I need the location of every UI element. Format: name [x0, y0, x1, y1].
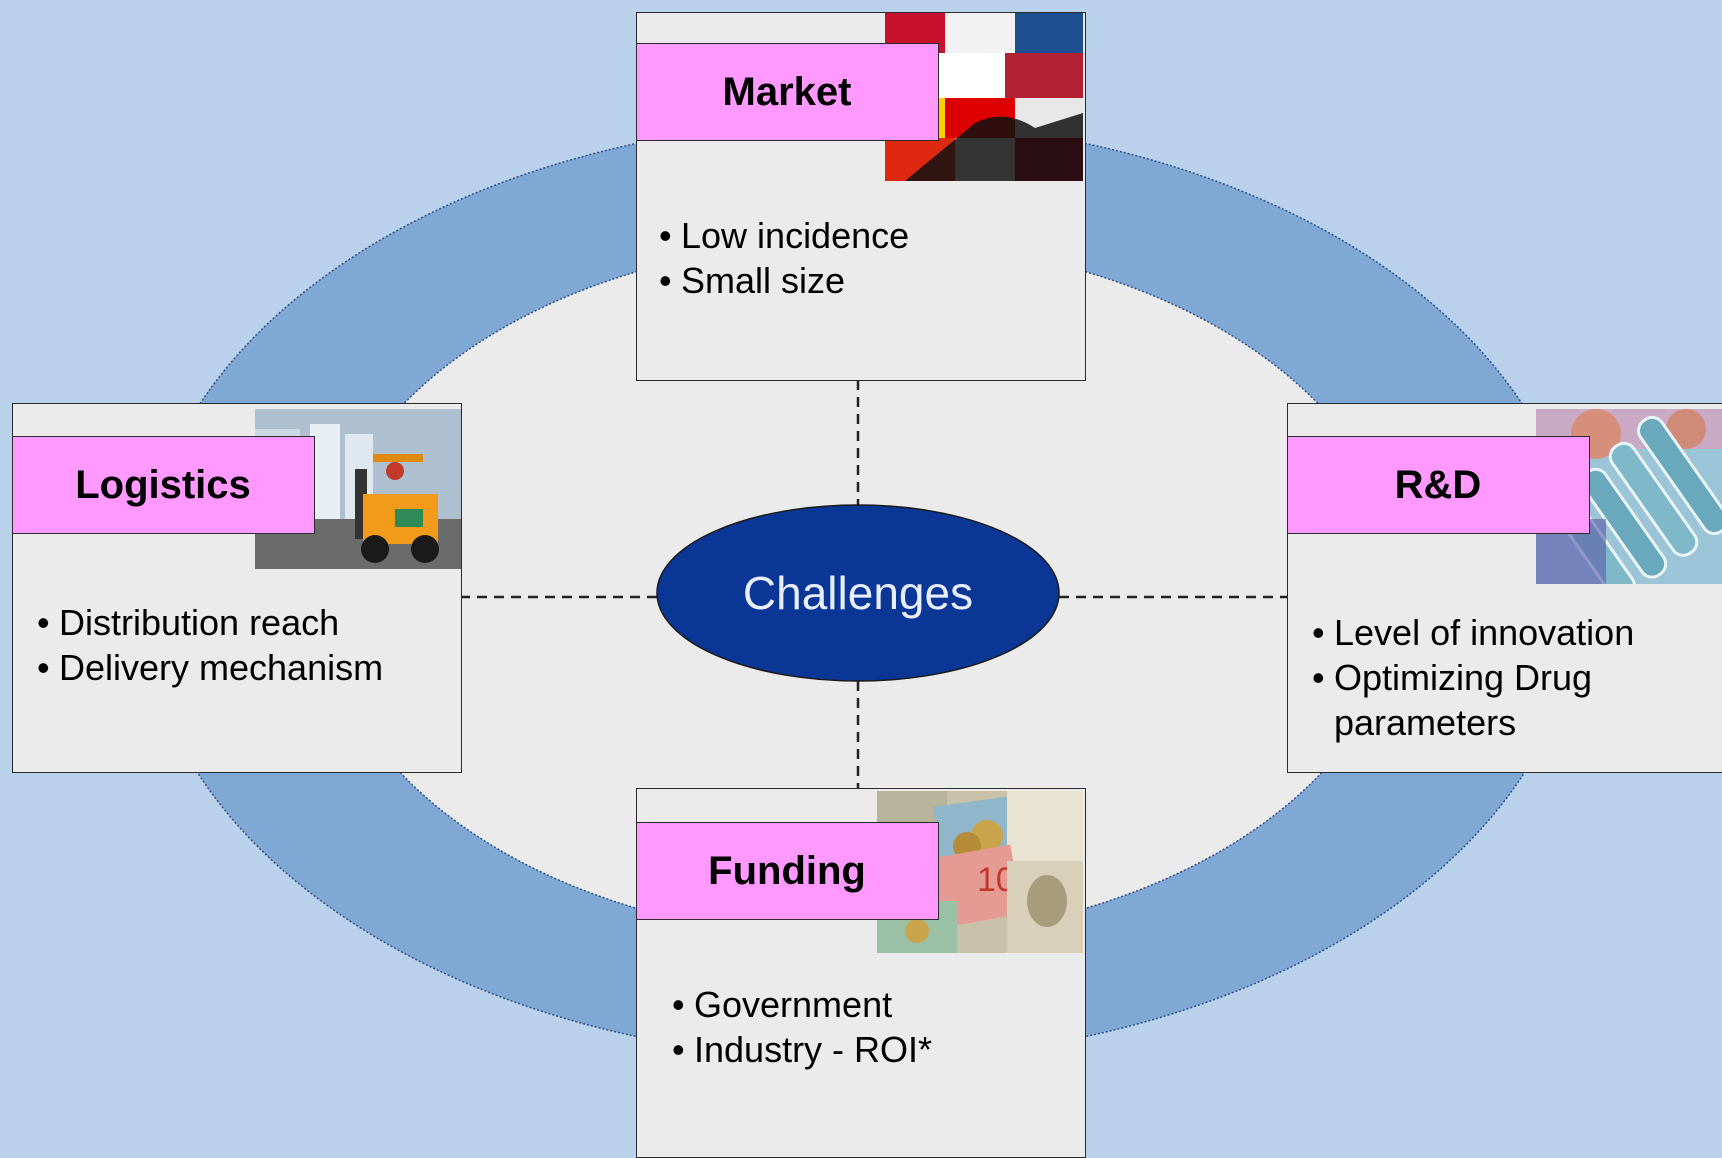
market-bullet-1: Low incidence: [659, 213, 1059, 258]
rnd-bullet-2: Optimizing Drug parameters: [1312, 655, 1634, 745]
logistics-bullet-1: Distribution reach: [37, 600, 457, 645]
logistics-title: Logistics: [13, 436, 315, 534]
market-title: Market: [637, 43, 939, 141]
market-bullet-2: Small size: [659, 258, 1059, 303]
market-panel: Market Low incidence Small size: [636, 12, 1086, 381]
market-bullets: Low incidence Small size: [659, 213, 1059, 303]
center-label: Challenges: [742, 567, 974, 619]
funding-panel: 10 Funding Government Industry - ROI*: [636, 788, 1086, 1158]
funding-bullet-2: Industry - ROI*: [672, 1027, 1072, 1072]
funding-bullets: Government Industry - ROI*: [672, 982, 1072, 1072]
funding-title: Funding: [637, 822, 939, 920]
logistics-bullet-2: Delivery mechanism: [37, 645, 457, 690]
forklift-warehouse-photo: [255, 409, 461, 569]
rnd-title: R&D: [1288, 436, 1590, 534]
center-ellipse: [656, 504, 1060, 682]
rnd-bullets: Level of innovation Optimizing Drug para…: [1312, 610, 1722, 745]
funding-bullet-1: Government: [672, 982, 1072, 1027]
logistics-bullets: Distribution reach Delivery mechanism: [37, 600, 457, 690]
rnd-panel: R&D Level of innovation Optimizing Drug …: [1287, 403, 1722, 773]
logistics-panel: Logistics Distribution reach Delivery me…: [12, 403, 462, 773]
rnd-bullet-1: Level of innovation: [1312, 610, 1722, 655]
